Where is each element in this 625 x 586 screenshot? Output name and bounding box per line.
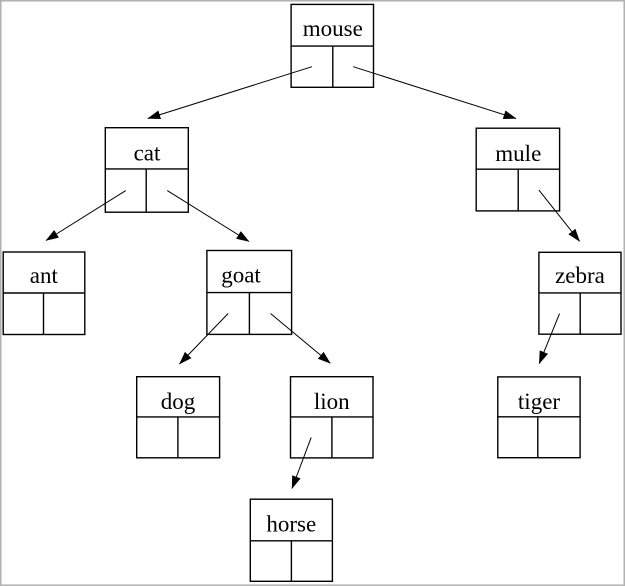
svg-text:mouse: mouse	[303, 16, 363, 41]
svg-text:horse: horse	[266, 512, 316, 537]
svg-text:ant: ant	[30, 263, 59, 288]
svg-text:dog: dog	[161, 389, 196, 414]
svg-text:cat: cat	[134, 141, 161, 166]
svg-text:mule: mule	[495, 141, 541, 166]
svg-text:goat: goat	[221, 263, 261, 288]
svg-text:tiger: tiger	[518, 389, 560, 414]
svg-text:lion: lion	[314, 389, 350, 414]
svg-text:zebra: zebra	[555, 263, 605, 288]
